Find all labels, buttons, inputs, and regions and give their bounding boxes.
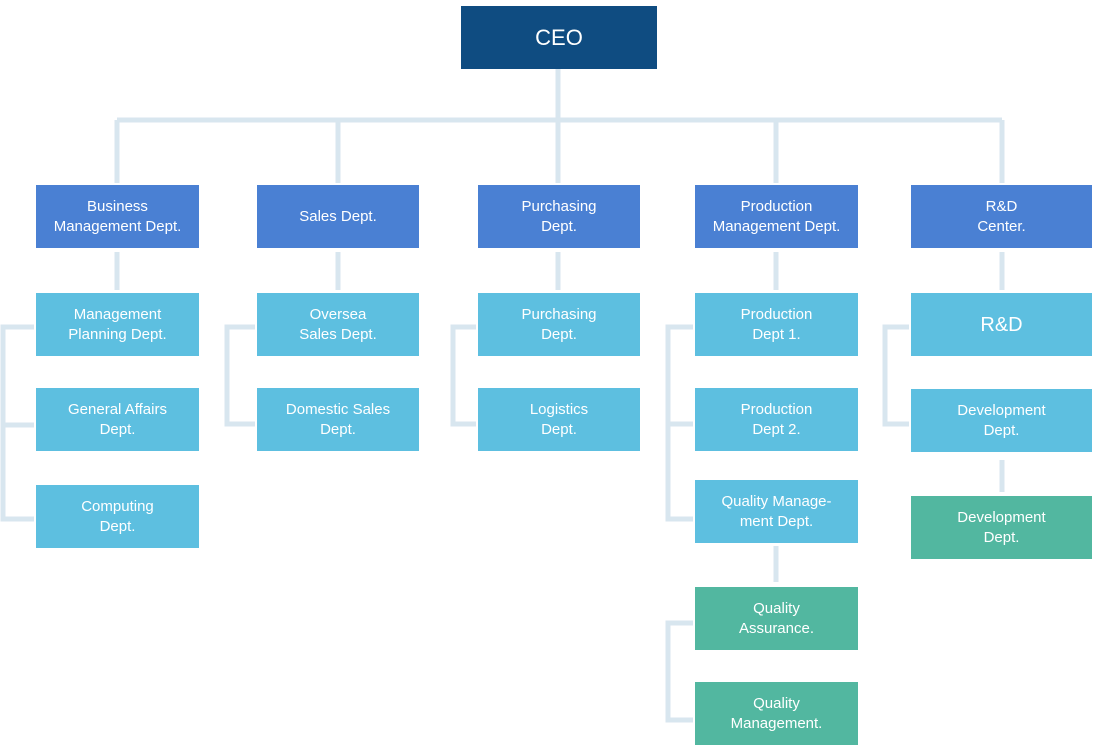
dept-sales: Sales Dept. bbox=[257, 185, 419, 248]
sub-management-planning: Management Planning Dept. bbox=[36, 293, 199, 356]
sub-purchasing: Purchasing Dept. bbox=[478, 293, 640, 356]
team-quality-management: Quality Management. bbox=[695, 682, 858, 745]
sub-rd: R&D bbox=[911, 293, 1092, 356]
dept-rd-center: R&D Center. bbox=[911, 185, 1092, 248]
team-development: Development Dept. bbox=[911, 496, 1092, 559]
ceo-box: CEO bbox=[461, 6, 657, 69]
team-quality-assurance: Quality Assurance. bbox=[695, 587, 858, 650]
sub-general-affairs: General Affairs Dept. bbox=[36, 388, 199, 451]
sub-domestic-sales: Domestic Sales Dept. bbox=[257, 388, 419, 451]
sub-development: Development Dept. bbox=[911, 389, 1092, 452]
dept-production-management: Production Management Dept. bbox=[695, 185, 858, 248]
sub-quality-management-dept: Quality Manage- ment Dept. bbox=[695, 480, 858, 543]
sub-production-2: Production Dept 2. bbox=[695, 388, 858, 451]
sub-logistics: Logistics Dept. bbox=[478, 388, 640, 451]
dept-business-management: Business Management Dept. bbox=[36, 185, 199, 248]
sub-production-1: Production Dept 1. bbox=[695, 293, 858, 356]
sub-oversea-sales: Oversea Sales Dept. bbox=[257, 293, 419, 356]
sub-computing: Computing Dept. bbox=[36, 485, 199, 548]
dept-purchasing: Purchasing Dept. bbox=[478, 185, 640, 248]
